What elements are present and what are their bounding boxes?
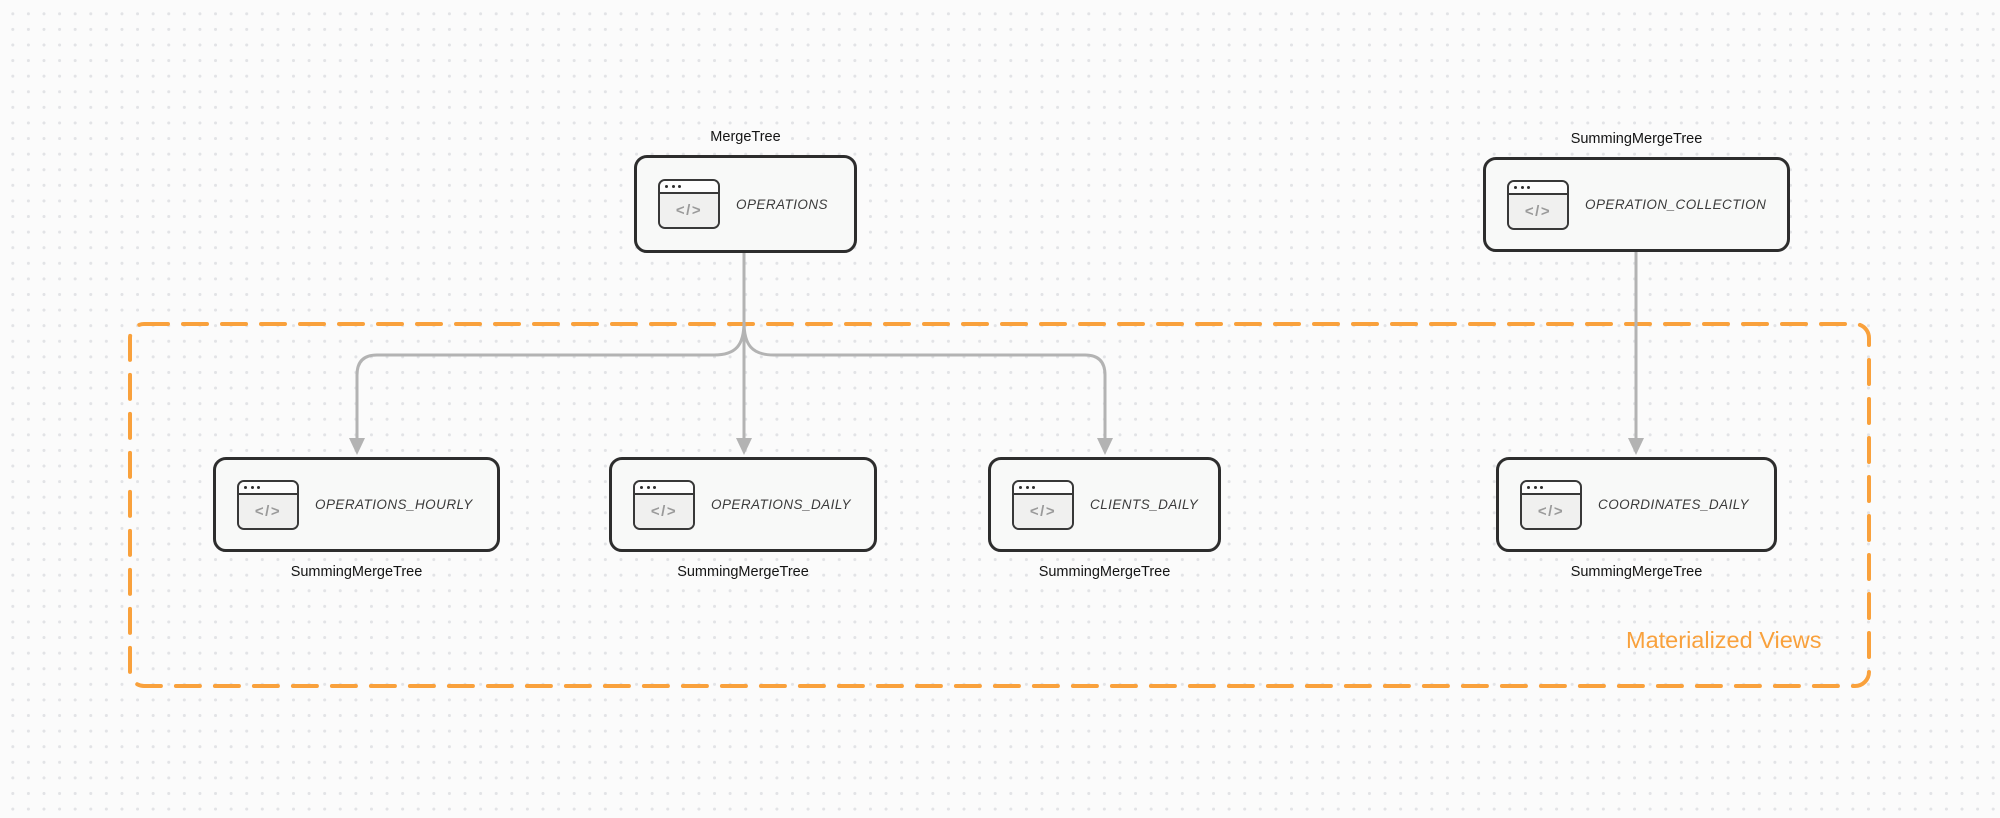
code-glyph: </> — [1014, 494, 1072, 528]
window-dot — [257, 485, 260, 489]
code-glyph: </> — [239, 494, 297, 528]
window-dot — [653, 485, 656, 489]
engine-label-summingmergetree: SummingMergeTree — [1038, 564, 1171, 580]
node-operations-hourly[interactable]: </> OPERATIONS_HOURLY SummingMergeTree — [213, 457, 500, 580]
table-title: OPERATIONS_HOURLY — [315, 497, 473, 512]
window-dot — [1527, 485, 1530, 489]
window-dot — [1527, 185, 1530, 189]
engine-label-summingmergetree: SummingMergeTree — [677, 564, 809, 580]
code-window-icon: </> — [1012, 479, 1074, 530]
code-glyph: </> — [1522, 494, 1580, 528]
table-title: OPERATIONS — [736, 196, 829, 212]
code-glyph: </> — [635, 494, 693, 528]
code-window-icon: </> — [658, 179, 720, 229]
node-clients-daily[interactable]: </> CLIENTS_DAILY SummingMergeTree — [988, 457, 1221, 580]
table-title: COORDINATES_DAILY — [1598, 497, 1749, 512]
code-window-icon: </> — [237, 479, 299, 530]
window-dot — [1533, 485, 1537, 489]
engine-label-summingmergetree: SummingMergeTree — [1570, 131, 1703, 147]
node-operations-daily[interactable]: </> OPERATIONS_DAILY SummingMergeTree — [609, 457, 877, 580]
edge-operations-to-operations-hourly — [355, 251, 746, 441]
window-dot — [665, 185, 668, 188]
code-glyph: </> — [1509, 194, 1567, 228]
table-box-operation-collection: </> OPERATION_COLLECTION — [1483, 157, 1790, 252]
code-window-icon: </> — [1520, 479, 1582, 530]
table-box-operations: </> OPERATIONS — [634, 155, 857, 253]
engine-label-summingmergetree: SummingMergeTree — [290, 564, 423, 580]
edge-arrowheads — [349, 438, 1644, 455]
window-dot — [678, 185, 681, 188]
table-title: OPERATIONS_DAILY — [711, 497, 851, 512]
window-dot — [1019, 485, 1022, 489]
node-coordinates-daily[interactable]: </> COORDINATES_DAILY SummingMergeTree — [1496, 457, 1777, 580]
window-titlebar — [1509, 181, 1567, 195]
table-box-operations-daily: </> OPERATIONS_DAILY — [609, 457, 877, 552]
window-dot — [1514, 185, 1517, 189]
window-titlebar — [1014, 481, 1072, 495]
engine-label-mergetree: MergeTree — [710, 129, 781, 145]
table-box-operations-hourly: </> OPERATIONS_HOURLY — [213, 457, 500, 552]
table-title: CLIENTS_DAILY — [1090, 497, 1199, 512]
window-dot — [244, 485, 247, 489]
window-dot — [671, 185, 675, 188]
node-operation-collection[interactable]: SummingMergeTree </> OPERATION_COLLECTIO… — [1483, 131, 1790, 252]
window-titlebar — [1522, 481, 1580, 495]
table-box-clients-daily: </> CLIENTS_DAILY — [988, 457, 1221, 552]
materialized-views-group-label: Materialized Views — [1626, 627, 1822, 653]
code-window-icon: </> — [633, 479, 695, 530]
code-window-icon: </> — [1507, 179, 1569, 230]
code-glyph: </> — [660, 194, 718, 227]
window-dot — [646, 485, 650, 489]
window-titlebar — [660, 181, 718, 194]
window-dot — [250, 485, 254, 489]
window-titlebar — [239, 481, 297, 495]
node-operations[interactable]: MergeTree </> OPERATIONS — [634, 129, 857, 253]
window-dot — [1032, 485, 1035, 489]
table-title: OPERATION_COLLECTION — [1585, 197, 1767, 212]
window-dot — [640, 485, 643, 489]
engine-label-summingmergetree: SummingMergeTree — [1570, 564, 1703, 580]
window-dot — [1540, 485, 1543, 489]
window-titlebar — [635, 481, 693, 495]
window-dot — [1520, 185, 1524, 189]
window-dot — [1025, 485, 1029, 489]
table-box-coordinates-daily: </> COORDINATES_DAILY — [1496, 457, 1777, 552]
edge-operations-to-clients-daily — [742, 251, 1107, 441]
